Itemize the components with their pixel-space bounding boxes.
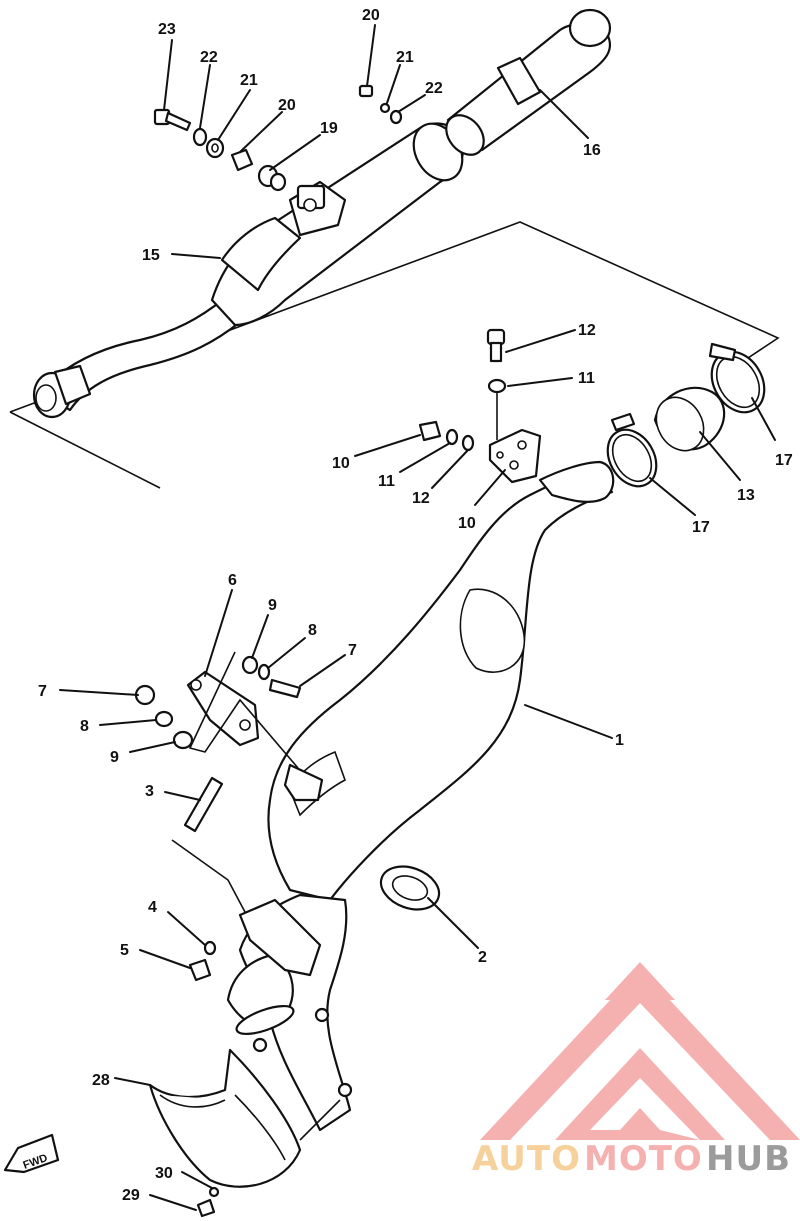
callout-28: 28	[92, 1072, 110, 1089]
callout-14: 11	[378, 473, 395, 490]
callout-20: 20	[362, 7, 380, 24]
logo-triangle-inner	[555, 1048, 725, 1140]
callout-29: 29	[122, 1187, 140, 1204]
callout-5: 5	[120, 942, 129, 959]
bracket-guide	[188, 651, 299, 769]
stud-guide	[171, 839, 246, 913]
callout-23: 19	[320, 120, 338, 137]
callout-27: 23	[158, 21, 176, 38]
skid-plate	[148, 1048, 302, 1218]
callout-22: 22	[425, 80, 443, 97]
callout-30: 30	[155, 1165, 173, 1182]
callout-6: 6	[228, 572, 237, 589]
logo-text-auto: AUTO	[472, 1139, 581, 1179]
exhaust-pipe	[226, 460, 615, 1132]
pipe-bracket	[134, 655, 302, 750]
stud	[183, 776, 224, 833]
callout-9-left: 9	[110, 749, 119, 766]
leader-lines	[59, 24, 776, 1211]
callout-24: 20	[278, 97, 296, 114]
callout-1: 1	[615, 732, 624, 749]
callout-19: 16	[583, 142, 601, 159]
watermark-logo: AUTO MOTO HUB	[472, 962, 800, 1179]
logo-peak	[605, 962, 675, 1000]
callout-7-left: 7	[38, 683, 47, 700]
callout-10: 10	[458, 515, 476, 532]
muffler	[32, 122, 465, 419]
muffler-group-outline	[9, 221, 780, 413]
joint-hardware	[418, 328, 766, 488]
callout-labels: 23 22 21 20 19 20 21 22 16 15 12 11 10 1…	[38, 7, 793, 1204]
callout-11: 11	[578, 370, 595, 387]
logo-triangle-outer	[480, 968, 800, 1140]
callout-15: 12	[412, 490, 430, 507]
callout-17-lower: 17	[692, 519, 710, 536]
callout-26: 22	[200, 49, 218, 66]
logo-text-hub: HUB	[706, 1139, 791, 1179]
callout-21: 21	[396, 49, 414, 66]
callout-9-upper: 9	[268, 597, 277, 614]
callout-8-left: 8	[80, 718, 89, 735]
fwd-arrow: FWD	[3, 1133, 60, 1174]
callout-12: 12	[578, 322, 596, 339]
flange-nuts	[188, 940, 217, 982]
callout-25: 21	[240, 72, 258, 89]
callout-4: 4	[148, 899, 157, 916]
skid-plate-guide	[299, 1099, 341, 1141]
callout-16: 13	[737, 487, 755, 504]
callout-18: 15	[142, 247, 160, 264]
muffler-hardware	[153, 84, 403, 192]
callout-2: 2	[478, 949, 487, 966]
muffler-group-outline-lower	[9, 411, 161, 489]
callout-7-right: 7	[348, 642, 357, 659]
gasket	[379, 865, 441, 911]
logo-text-moto: MOTO	[584, 1139, 703, 1179]
callout-17-upper: 17	[775, 452, 793, 469]
callout-8-upper: 8	[308, 622, 317, 639]
callout-3: 3	[145, 783, 154, 800]
callout-13: 10	[332, 455, 350, 472]
tail-pipe	[445, 8, 612, 156]
